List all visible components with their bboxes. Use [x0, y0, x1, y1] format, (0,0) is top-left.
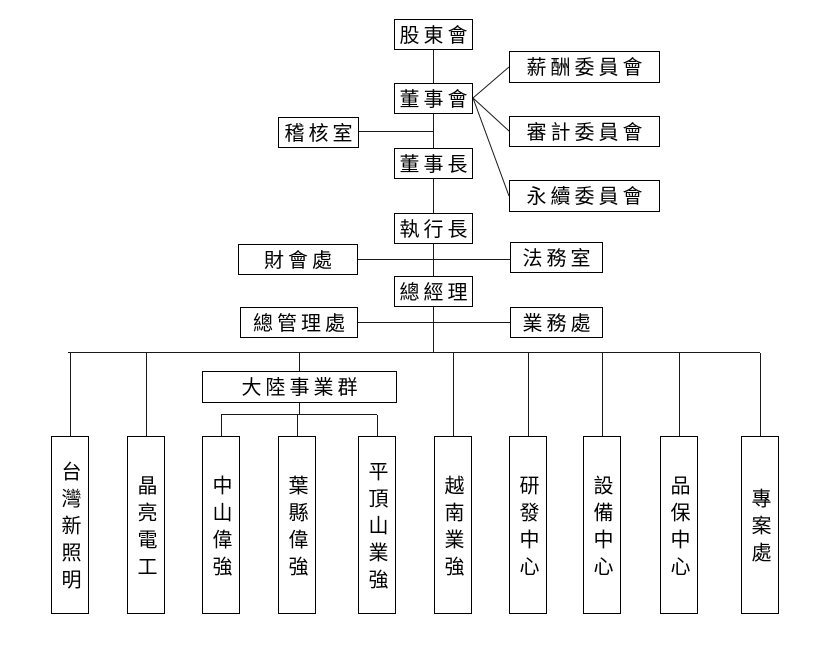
- node-label: 薪酬委員會: [526, 55, 647, 79]
- node-general-management-office: 總管理處: [240, 307, 358, 338]
- node-label: 財會處: [264, 247, 336, 272]
- node-label: 研發中心: [516, 474, 540, 583]
- node-label: 稽核室: [284, 120, 357, 145]
- node-vietnam-yeqiang: 越南業強: [434, 436, 472, 614]
- node-label: 總管理處: [253, 310, 349, 335]
- node-label: 台灣新照明: [58, 461, 82, 596]
- edge-board-compensation: [472, 66, 510, 99]
- node-label: 審計委員會: [526, 119, 647, 144]
- node-quality-assurance-center: 品保中心: [660, 436, 698, 614]
- node-shareholders-meeting: 股東會: [394, 19, 473, 50]
- node-sales-office: 業務處: [510, 307, 603, 338]
- node-audit-office: 稽核室: [278, 117, 359, 148]
- node-yexian-weiqiang: 葉縣偉強: [278, 436, 316, 614]
- node-label: 董事長: [399, 151, 472, 176]
- node-label: 平頂山業強: [365, 461, 389, 596]
- edge-board-sustainability: [472, 97, 510, 197]
- node-general-manager: 總經理: [394, 276, 473, 307]
- node-finance-accounting-office: 財會處: [238, 244, 358, 275]
- node-label: 設備中心: [590, 474, 614, 583]
- node-label: 法務室: [522, 245, 595, 270]
- node-jingliang-electric: 晶亮電工: [127, 436, 165, 614]
- node-label: 執行長: [399, 216, 472, 241]
- node-audit-committee: 審計委員會: [509, 116, 660, 147]
- node-label: 品保中心: [667, 474, 691, 583]
- node-equipment-center: 設備中心: [583, 436, 621, 614]
- node-compensation-committee: 薪酬委員會: [509, 51, 660, 83]
- node-chairman: 董事長: [394, 148, 473, 179]
- node-project-office: 專案處: [741, 436, 779, 614]
- node-board-of-directors: 董事會: [394, 83, 473, 114]
- node-label: 大陸事業群: [241, 375, 362, 399]
- node-label: 葉縣偉強: [285, 474, 309, 583]
- node-label: 專案處: [748, 488, 772, 569]
- node-taiwan-new-lighting: 台灣新照明: [51, 436, 89, 614]
- node-mainland-business-group: 大陸事業群: [202, 371, 397, 403]
- node-label: 董事會: [399, 86, 472, 111]
- node-label: 中山偉強: [209, 474, 233, 583]
- edge-board-auditcommittee: [472, 97, 510, 132]
- node-legal-office: 法務室: [510, 242, 603, 273]
- node-pingdingshan-yeqiang: 平頂山業強: [358, 436, 396, 614]
- node-label: 永續委員會: [526, 184, 647, 208]
- node-sustainability-committee: 永續委員會: [509, 180, 660, 212]
- node-ceo: 執行長: [394, 213, 473, 244]
- node-zhongshan-weiqiang: 中山偉強: [202, 436, 240, 614]
- node-label: 總經理: [399, 279, 472, 304]
- node-rd-center: 研發中心: [509, 436, 547, 614]
- node-label: 晶亮電工: [134, 474, 158, 583]
- node-label: 股東會: [399, 22, 472, 47]
- node-label: 業務處: [522, 310, 595, 335]
- node-label: 越南業強: [441, 474, 465, 583]
